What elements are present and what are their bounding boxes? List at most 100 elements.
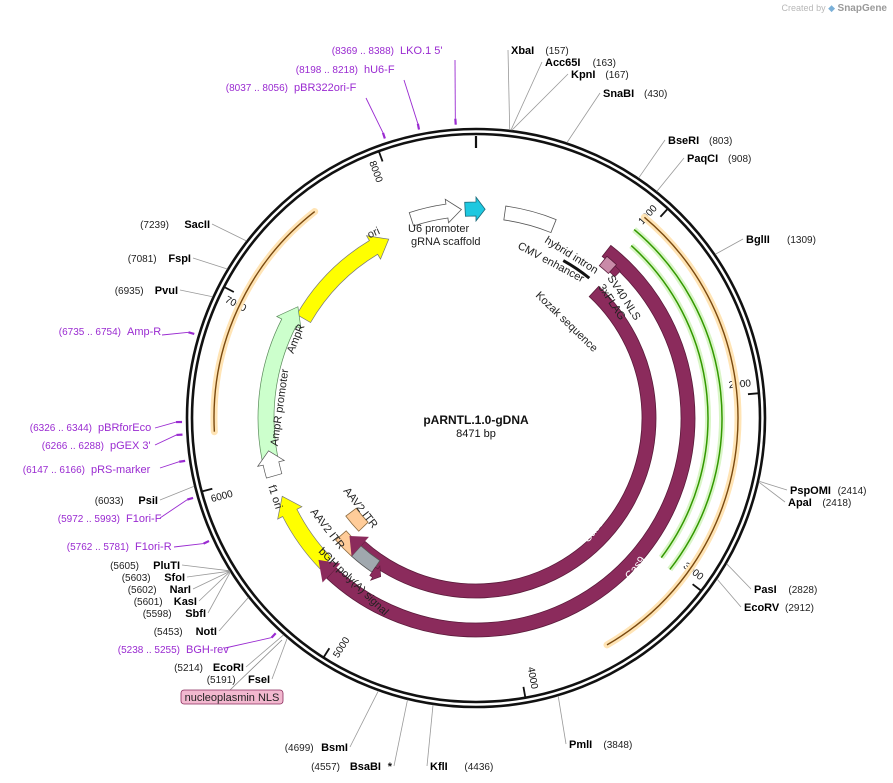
grna-scaffold-label: gRNA scaffold xyxy=(411,236,481,248)
enzyme-leader xyxy=(192,257,228,270)
primer-leader xyxy=(403,79,419,124)
enzyme-position: (2912) xyxy=(785,603,814,614)
nucleoplasmin-leader xyxy=(229,639,283,691)
enzyme-leader xyxy=(557,696,567,745)
ampr-promoter-arrow xyxy=(256,450,286,479)
enzyme-leader xyxy=(758,480,788,491)
green-arc-outer-core xyxy=(633,228,723,570)
enzyme-position: (5214) xyxy=(174,663,203,674)
nls-small-arrow xyxy=(369,565,382,581)
enzyme-leader xyxy=(716,578,742,608)
primer-range: (8369 .. 8388) xyxy=(332,46,394,57)
green-arc-inner-core xyxy=(630,245,709,559)
primer-name: LKO.1 5' xyxy=(400,45,442,57)
enzyme-position: (1309) xyxy=(787,235,816,246)
enzyme-position: (3848) xyxy=(603,740,632,751)
primer-mark xyxy=(416,123,421,130)
enzyme-position: (6935) xyxy=(115,286,144,297)
enzyme-name: KasI xyxy=(174,596,197,608)
enzyme-name: PspOMI xyxy=(790,485,831,497)
credit-brand: SnapGene xyxy=(837,3,887,14)
tick-mark xyxy=(323,647,331,658)
enzyme-name: FspI xyxy=(168,253,191,265)
enzyme-leader xyxy=(758,481,786,503)
primer-mark xyxy=(187,496,194,501)
nucleoplasmin-box xyxy=(180,689,284,705)
enzyme-position: (163) xyxy=(593,58,616,69)
cas9-outer-arrow xyxy=(326,244,696,638)
enzyme-position: (5602) xyxy=(128,585,157,596)
nucleoplasmin-nls-tag: nucleoplasmin NLS xyxy=(180,639,284,705)
enzyme-leader xyxy=(245,634,284,668)
ori-label: ori xyxy=(366,225,382,241)
enzyme-position: (803) xyxy=(709,136,732,147)
primer-range: (5762 .. 5781) xyxy=(67,542,129,553)
enzyme-leader xyxy=(271,638,288,680)
bgh-box xyxy=(350,545,381,573)
enzyme-leader xyxy=(426,704,434,767)
enzyme-leader xyxy=(656,157,685,192)
tick-label: 4000 xyxy=(525,666,540,690)
enzyme-suffix: * xyxy=(388,761,393,773)
primer-leader xyxy=(154,434,177,446)
tick-mark xyxy=(522,686,527,697)
primer-range: (5238 .. 5255) xyxy=(118,645,180,656)
primer-range: (8037 .. 8056) xyxy=(226,83,288,94)
plasmid-size: 8471 bp xyxy=(456,428,496,440)
primer-leader xyxy=(159,461,180,469)
primer-layer: LKO.1 5'(8369 .. 8388)hU6-F(8198 .. 8218… xyxy=(23,45,457,656)
snapgene-credit: Created by ◆ SnapGene xyxy=(782,3,887,14)
primer-range: (6266 .. 6288) xyxy=(42,441,104,452)
primer-mark xyxy=(203,540,210,545)
backbone xyxy=(185,127,767,709)
primer-leader xyxy=(224,637,272,649)
backbone-inner-strand xyxy=(190,132,762,704)
enzyme-name: KpnI xyxy=(571,69,595,81)
enzyme-position: (908) xyxy=(728,154,751,165)
primer-leader xyxy=(161,331,189,336)
enzyme-position: (2828) xyxy=(788,585,817,596)
primer-mark xyxy=(381,132,386,139)
enzyme-name: PaqCI xyxy=(687,153,718,165)
enzyme-position: (2418) xyxy=(822,498,851,509)
enzyme-leader xyxy=(510,61,543,131)
enzyme-position: (430) xyxy=(644,89,667,100)
plasmid-name: pARNTL.1.0-gDNA xyxy=(423,413,529,427)
enzyme-leader xyxy=(349,690,379,748)
enzyme-leader xyxy=(159,485,195,501)
credit-prefix: Created by xyxy=(781,3,826,13)
enzyme-leader xyxy=(218,597,249,632)
enzyme-name: EcoRV xyxy=(744,602,780,614)
enzyme-position: (5603) xyxy=(122,573,151,584)
enzyme-position: (7081) xyxy=(128,254,157,265)
enzyme-name: PmlI xyxy=(569,739,592,751)
primer-range: (5972 .. 5993) xyxy=(58,514,120,525)
tick-mark xyxy=(378,151,384,162)
enzyme-layer: XbaI(157)Acc65I(163)KpnI(167)SnaBI(430)B… xyxy=(95,45,867,773)
tick-label: 6000 xyxy=(210,489,235,506)
feature-layer xyxy=(210,195,742,649)
kozak-label: Kozak sequence xyxy=(533,290,600,355)
primer-leader xyxy=(159,499,188,519)
enzyme-position: (2414) xyxy=(838,486,867,497)
enzyme-leader xyxy=(198,571,231,602)
enzyme-name: SbfI xyxy=(185,608,206,620)
cmv-enhancer-box xyxy=(503,205,557,234)
enzyme-leader xyxy=(181,564,230,572)
enzyme-position: (4699) xyxy=(285,743,314,754)
enzyme-leader xyxy=(207,571,231,614)
enzyme-name: SnaBI xyxy=(603,88,634,100)
tick-mark xyxy=(224,286,235,293)
orange-arc-right-core xyxy=(606,216,739,646)
enzyme-name: FseI xyxy=(248,674,270,686)
primer-name: pBRforEco xyxy=(98,422,151,434)
enzyme-name: ApaI xyxy=(788,497,812,509)
enzyme-name: SacII xyxy=(184,219,210,231)
primer-name: hU6-F xyxy=(364,64,395,76)
nucleoplasmin-label: nucleoplasmin NLS xyxy=(185,692,280,704)
f1-ori-arrow xyxy=(277,495,332,570)
enzyme-position: (4436) xyxy=(464,762,493,773)
primer-mark xyxy=(179,459,186,463)
enzyme-name: BsmI xyxy=(321,742,348,754)
